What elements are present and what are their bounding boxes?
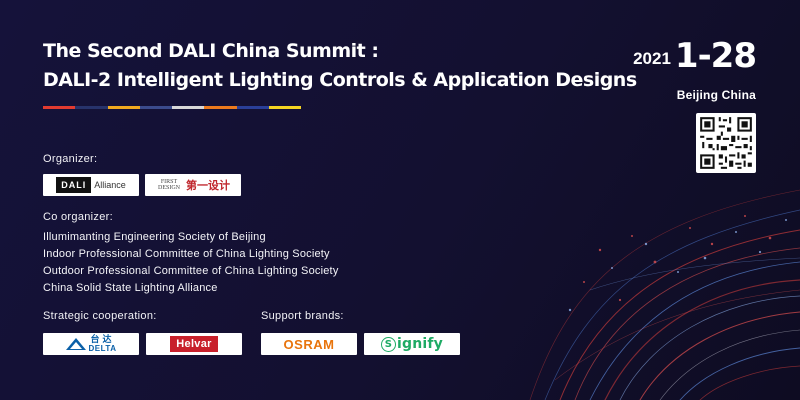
- first-design-en: FIRST DESIGN: [158, 179, 180, 191]
- delta-cn: 台达: [90, 334, 115, 344]
- support-brands-label: Support brands:: [261, 310, 344, 322]
- strategic-cooperation-label: Strategic cooperation:: [43, 310, 157, 322]
- color-accent-rule: [43, 106, 301, 109]
- title-line-2: DALI-2 Intelligent Lighting Controls & A…: [43, 69, 637, 91]
- list-item: China Solid State Lighting Alliance: [43, 282, 218, 294]
- event-year: 2021: [633, 49, 671, 68]
- event-date: 2021 1-28: [633, 36, 757, 76]
- organizer-label: Organizer:: [43, 153, 98, 165]
- title-line-1: The Second DALI China Summit :: [43, 40, 379, 62]
- first-design-cn: 第一设计: [186, 179, 230, 192]
- osram-text: OSRAM: [283, 336, 335, 352]
- delta-wrap: 台达 DELTA: [65, 334, 117, 353]
- signify-s-mark: S: [380, 337, 396, 352]
- delta-logo: 台达 DELTA: [43, 333, 139, 355]
- co-organizer-list: Illumimanting Engineering Society of Bei…: [43, 229, 339, 297]
- event-city: Beijing China: [676, 88, 756, 102]
- qr-code-icon[interactable]: [696, 113, 756, 173]
- list-item: Outdoor Professional Committee of China …: [43, 265, 339, 277]
- signify-text: ignify: [396, 336, 443, 352]
- osram-logo: OSRAM: [261, 333, 357, 355]
- qr-code-pattern: [700, 117, 752, 169]
- dali-mark: DALI: [56, 177, 92, 193]
- co-organizer-label: Co organizer:: [43, 211, 113, 223]
- helvar-logo: Helvar: [146, 333, 242, 355]
- event-day: 1-28: [674, 36, 757, 76]
- first-design-logo: FIRST DESIGN 第一设计: [145, 174, 241, 196]
- delta-triangle-icon: [65, 338, 86, 350]
- delta-en: DELTA: [88, 344, 117, 353]
- list-item: Illumimanting Engineering Society of Bei…: [43, 231, 266, 243]
- helvar-text: Helvar: [170, 336, 218, 352]
- dali-alliance-logo: DALI Alliance: [43, 174, 139, 196]
- list-item: Indoor Professional Committee of China L…: [43, 248, 330, 260]
- dali-alliance-text: Alliance: [94, 180, 126, 190]
- summit-title: The Second DALI China Summit : DALI-2 In…: [43, 37, 637, 95]
